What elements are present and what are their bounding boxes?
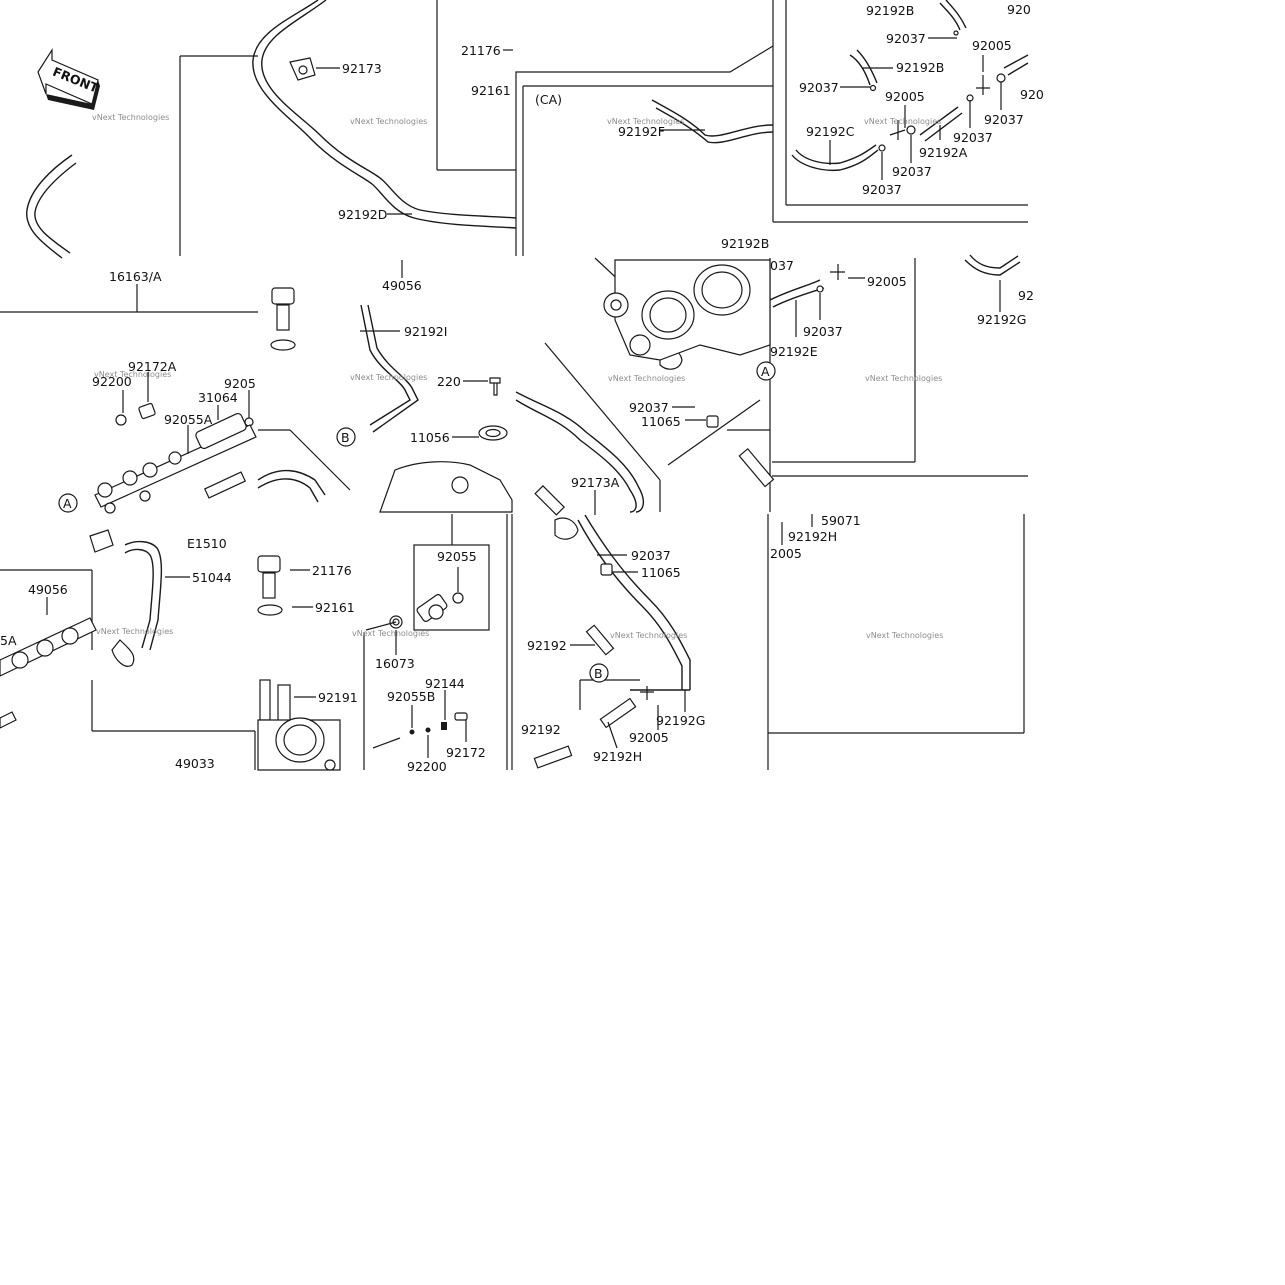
label-92192g-right: 92192G: [977, 312, 1026, 327]
label-92192b-mid: 92192B: [721, 236, 769, 251]
part-labels: 92173 21176 92161 (CA) 92192D 92192F 921…: [0, 2, 1044, 774]
label-92192a: 92192A: [919, 145, 968, 160]
label-92173a: 92173A: [571, 475, 620, 490]
label-16163a: 16163/A: [109, 269, 162, 284]
label-92192h-low: 92192H: [593, 749, 642, 764]
label-92144: 92144: [425, 676, 465, 691]
label-92037-mid: 92037: [803, 324, 843, 339]
callouts: A A B B: [58, 361, 776, 683]
label-16073: 16073: [375, 656, 415, 671]
watermark-12: vNext Technologies: [866, 631, 943, 640]
label-2005-right: 2005: [770, 546, 802, 561]
label-49033: 49033: [175, 756, 215, 771]
label-92200-left: 92200: [92, 374, 132, 389]
hoses: [26, 0, 1029, 691]
label-92037-low: 92037: [631, 548, 671, 563]
label-92172a: 92172A: [128, 359, 177, 374]
watermark-6: vNext Technologies: [350, 373, 427, 382]
label-21176-top: 21176: [461, 43, 501, 58]
frame-lines: [0, 0, 1028, 770]
watermark-3: vNext Technologies: [607, 117, 684, 126]
throttle-bodies: [257, 259, 771, 771]
injectors: [257, 57, 683, 616]
label-92192b-2: 92192B: [896, 60, 944, 75]
label-92055: 92055: [437, 549, 477, 564]
label-92037-3: 92037: [984, 112, 1024, 127]
watermark-5: vNext Technologies: [94, 370, 171, 379]
label-11065-center: 11065: [641, 414, 681, 429]
watermark-9: vNext Technologies: [96, 627, 173, 636]
watermark-1: vNext Technologies: [92, 113, 169, 122]
label-49056-top: 49056: [382, 278, 422, 293]
watermark-7: vNext Technologies: [608, 374, 685, 383]
watermark-8: vNext Technologies: [865, 374, 942, 383]
label-920-top: 920: [1007, 2, 1031, 17]
label-92173: 92173: [342, 61, 382, 76]
label-92037-6: 92037: [862, 182, 902, 197]
label-92055b: 92055B: [387, 689, 435, 704]
callout-a-left: A: [63, 496, 72, 511]
label-92192e: 92192E: [770, 344, 818, 359]
label-49056-left: 49056: [28, 582, 68, 597]
label-region-ca: (CA): [535, 92, 562, 107]
front-arrow: FRONT: [37, 47, 101, 110]
label-11065-low: 11065: [641, 565, 681, 580]
label-21176-low: 21176: [312, 563, 352, 578]
label-92200-low: 92200: [407, 759, 447, 774]
label-92192d: 92192D: [338, 207, 387, 222]
label-92005-2: 92005: [885, 89, 925, 104]
label-92192g-low: 92192G: [656, 713, 705, 728]
label-59071: 59071: [821, 513, 861, 528]
label-5a: 5A: [0, 633, 17, 648]
label-92192i: 92192I: [404, 324, 447, 339]
watermark-10: vNext Technologies: [352, 629, 429, 638]
label-51044: 51044: [192, 570, 232, 585]
label-92-right-top: 920: [1020, 87, 1044, 102]
label-037-mid: 037: [770, 258, 794, 273]
label-92192c: 92192C: [806, 124, 855, 139]
label-31064: 31064: [198, 390, 238, 405]
label-92005-1: 92005: [972, 38, 1012, 53]
label-92055a: 92055A: [164, 412, 213, 427]
label-92161-top: 92161: [471, 83, 511, 98]
label-220: 220: [437, 374, 461, 389]
callout-b-center: B: [341, 430, 350, 445]
label-92172: 92172: [446, 745, 486, 760]
label-9205: 9205: [224, 376, 256, 391]
watermark-4: vNext Technologies: [864, 117, 941, 126]
watermark-2: vNext Technologies: [350, 117, 427, 126]
label-92192b-1: 92192B: [866, 3, 914, 18]
watermark-11: vNext Technologies: [610, 631, 687, 640]
label-e1510: E1510: [187, 536, 227, 551]
label-92037-4: 92037: [953, 130, 993, 145]
callout-b-low: B: [594, 666, 603, 681]
watermarks: vNext Technologies vNext Technologies vN…: [92, 113, 943, 640]
label-92192-low: 92192: [527, 638, 567, 653]
callout-a-right: A: [761, 364, 770, 379]
fuel-rail-assembly: [0, 412, 257, 729]
label-11056: 11056: [410, 430, 450, 445]
label-92037-1: 92037: [886, 31, 926, 46]
label-92161-low: 92161: [315, 600, 355, 615]
label-92191: 92191: [318, 690, 358, 705]
label-92005-low: 92005: [629, 730, 669, 745]
label-92005-mid: 92005: [867, 274, 907, 289]
label-92037-center: 92037: [629, 400, 669, 415]
label-92037-5: 92037: [892, 164, 932, 179]
label-92-right: 92: [1018, 288, 1034, 303]
label-92192h-right: 92192H: [788, 529, 837, 544]
leader-lines: [46, 37, 1002, 758]
label-92192f: 92192F: [618, 124, 665, 139]
label-92037-2: 92037: [799, 80, 839, 95]
label-92192-low2: 92192: [521, 722, 561, 737]
